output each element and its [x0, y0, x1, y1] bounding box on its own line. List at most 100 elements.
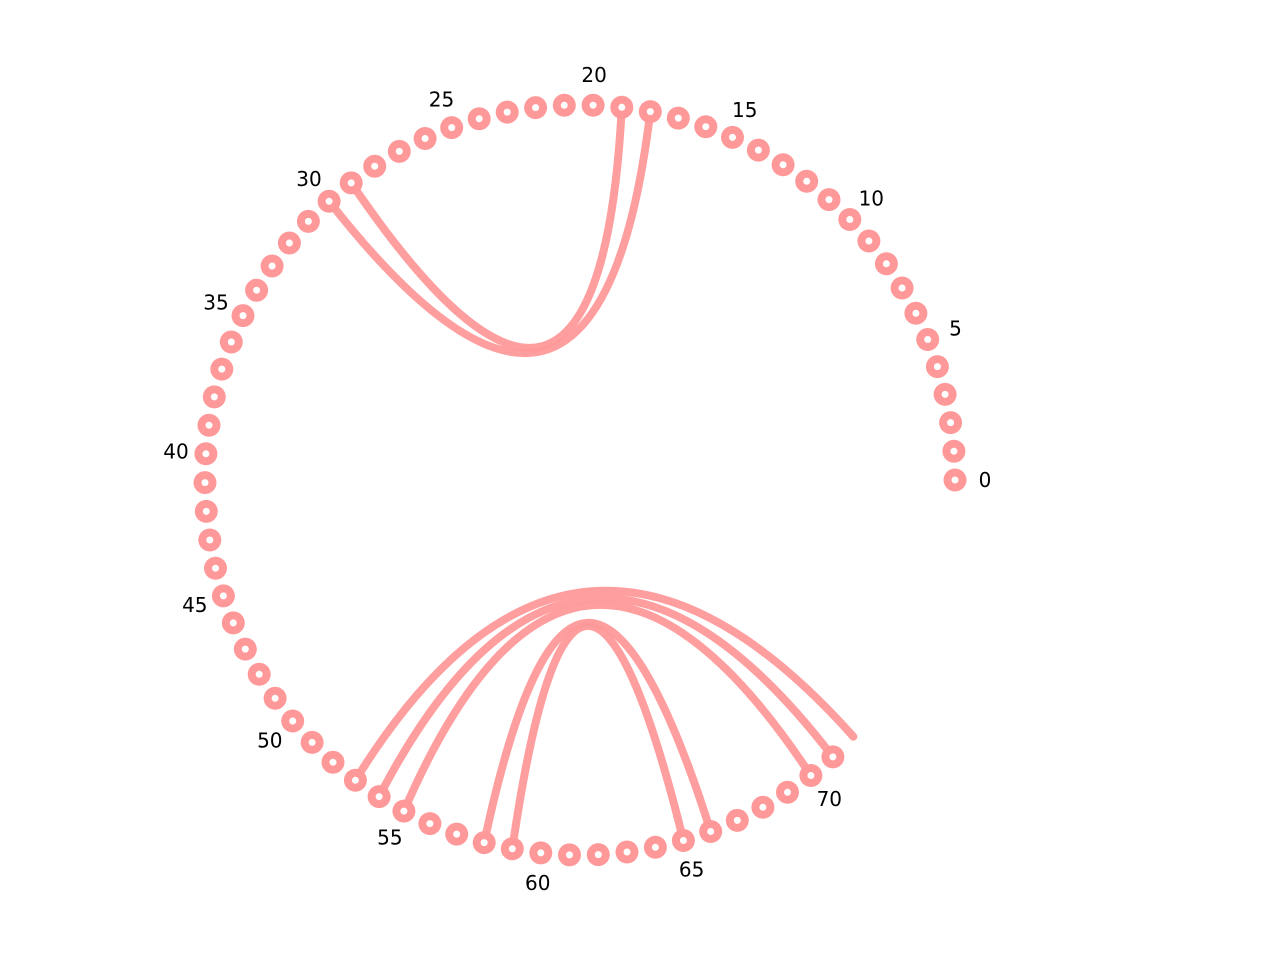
link-19-29 [347, 103, 626, 352]
node-center [679, 837, 687, 844]
node-center [285, 239, 293, 247]
node-center [241, 645, 249, 653]
tick-label-55: 55 [377, 826, 402, 850]
tick-label-70: 70 [817, 787, 842, 811]
node-17 [666, 106, 690, 130]
node-43 [198, 528, 222, 552]
node-center [210, 393, 218, 401]
node-center [480, 839, 488, 847]
node-61 [558, 843, 581, 867]
node-center [503, 108, 511, 116]
node-47 [233, 637, 257, 661]
node-center [947, 419, 955, 427]
node-center [924, 336, 932, 343]
node-25 [440, 116, 464, 140]
node-center [912, 309, 920, 317]
node-center [803, 177, 811, 185]
node-69 [776, 780, 799, 804]
node-42 [194, 499, 218, 523]
node-12 [795, 169, 819, 193]
node-19 [610, 95, 634, 119]
node-center [779, 161, 787, 169]
node-67 [725, 808, 749, 832]
node-27 [387, 139, 411, 163]
node-center [537, 849, 545, 857]
link-54-71 [375, 594, 837, 801]
node-18 [638, 100, 662, 124]
link-18-30 [325, 107, 655, 358]
node-33 [260, 254, 284, 278]
node-15 [721, 125, 744, 149]
node-center [304, 217, 312, 225]
node-44 [204, 556, 227, 580]
tick-label-25: 25 [429, 87, 454, 111]
node-center [453, 830, 461, 838]
node-46 [221, 611, 245, 635]
node-51 [300, 730, 324, 754]
tick-label-50: 50 [257, 728, 282, 752]
node-1 [942, 439, 966, 463]
node-center [754, 146, 762, 154]
node-center [589, 101, 597, 109]
node-center [566, 851, 573, 859]
link-55-70 [399, 600, 815, 816]
node-center [202, 507, 210, 515]
node-center [933, 363, 941, 371]
node-center [448, 124, 456, 132]
node-center [229, 619, 237, 627]
node-7 [890, 276, 914, 300]
node-center [329, 758, 337, 766]
node-center [825, 196, 833, 204]
node-center [865, 237, 873, 245]
node-center [594, 851, 602, 859]
node-8 [874, 252, 898, 276]
node-center [400, 807, 408, 815]
node-59 [500, 837, 524, 861]
node-21 [552, 93, 576, 117]
node-center [271, 694, 279, 702]
node-center [941, 390, 949, 398]
node-20 [581, 93, 605, 117]
tick-label-40: 40 [163, 440, 188, 464]
links-layer [325, 103, 858, 853]
node-56 [418, 812, 442, 836]
node-2 [939, 411, 963, 435]
node-40 [194, 442, 218, 466]
node-center [532, 104, 540, 112]
node-center [268, 262, 276, 270]
node-13 [771, 153, 795, 177]
node-center [351, 776, 359, 784]
node-0 [943, 468, 967, 492]
node-38 [202, 385, 226, 409]
node-11 [817, 188, 841, 212]
tick-label-20: 20 [581, 63, 606, 87]
node-3 [933, 382, 957, 406]
node-center [702, 123, 710, 131]
node-center [205, 421, 213, 429]
node-32 [277, 231, 301, 255]
node-58 [472, 831, 496, 855]
node-center [651, 843, 659, 851]
node-52 [321, 750, 345, 774]
node-24 [467, 107, 491, 131]
node-50 [281, 709, 305, 733]
tick-label-65: 65 [679, 857, 704, 881]
node-48 [247, 662, 271, 686]
node-center [219, 592, 227, 600]
node-62 [586, 843, 610, 867]
node-center [623, 848, 631, 856]
node-center [707, 828, 715, 835]
node-center [212, 564, 219, 572]
node-center [289, 717, 297, 725]
node-10 [838, 208, 862, 231]
node-center [846, 216, 854, 223]
node-63 [615, 840, 639, 864]
tick-label-30: 30 [296, 167, 321, 191]
tick-label-45: 45 [182, 593, 207, 617]
node-41 [193, 471, 217, 495]
node-center [325, 197, 333, 205]
link-53-72 [351, 586, 858, 785]
node-68 [751, 795, 775, 819]
node-55 [392, 799, 416, 823]
